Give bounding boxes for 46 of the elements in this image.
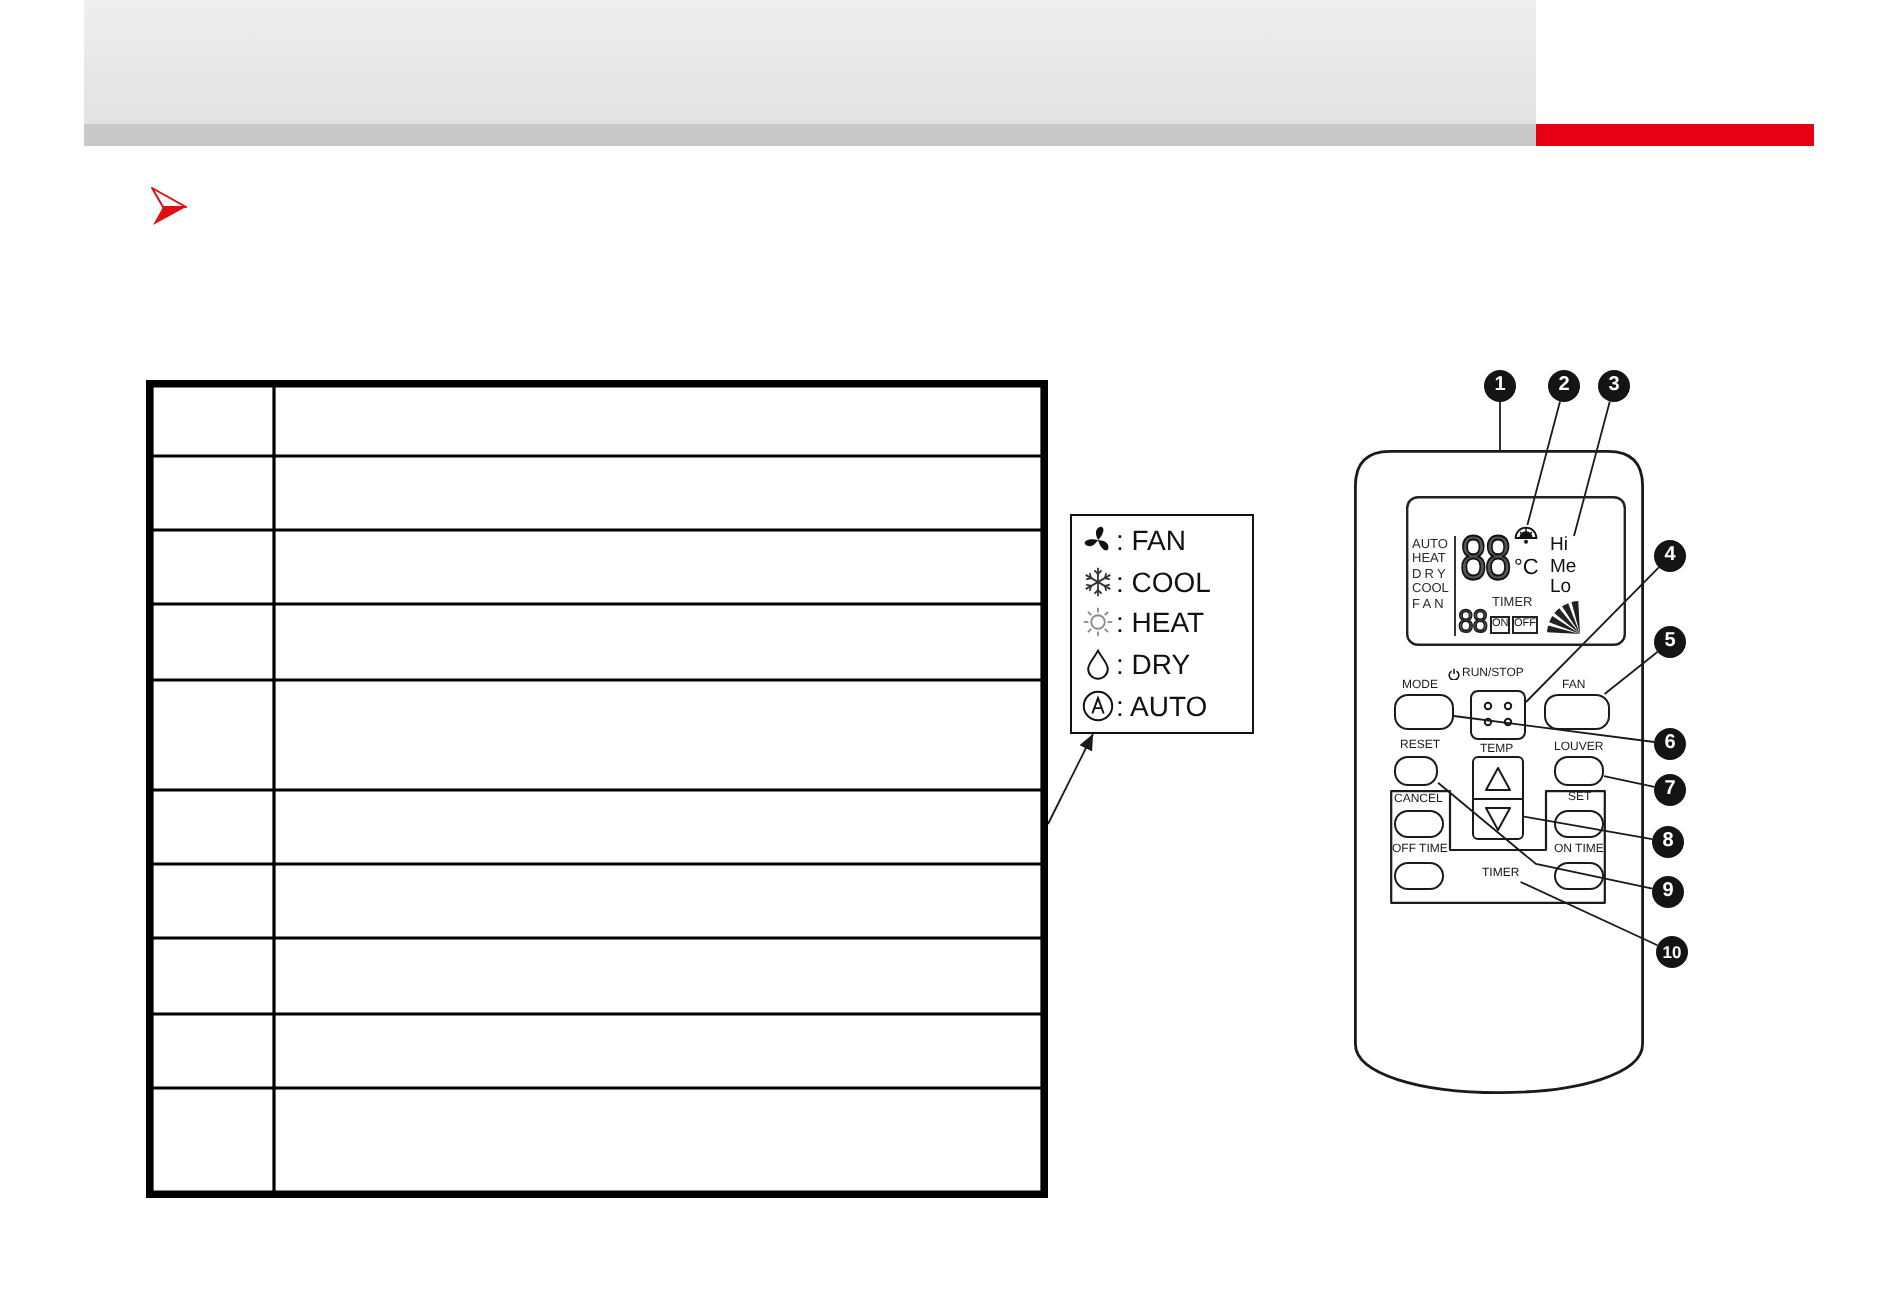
callout-number: 1 [1484, 370, 1516, 402]
leader-line [1603, 651, 1659, 695]
timer-panel [1390, 790, 1606, 904]
leader-line [1519, 881, 1659, 947]
remote-button [1554, 810, 1604, 838]
remote-button [1394, 810, 1444, 838]
remote-button [1554, 756, 1604, 786]
mode-label: : DRY [1116, 650, 1191, 679]
callout-number: 10 [1656, 936, 1688, 968]
remote-button [1394, 862, 1444, 890]
unit-text: °C [1514, 558, 1539, 580]
mode-label: : FAN [1116, 526, 1187, 555]
remote-button [1470, 690, 1526, 740]
lcd-display [1406, 496, 1626, 646]
leader-line [1573, 400, 1611, 537]
callout-number: 8 [1652, 826, 1684, 858]
callout-number: 2 [1548, 370, 1580, 402]
dome-icon [1513, 525, 1537, 543]
remote-control [1354, 450, 1644, 1094]
callout-number: 3 [1598, 370, 1630, 402]
leader-line [1437, 781, 1654, 890]
mode-label: : HEAT [1116, 608, 1205, 637]
leader-line [1499, 401, 1501, 451]
leader-line [1523, 815, 1654, 841]
callout-number: 5 [1654, 626, 1686, 658]
arrow [1047, 733, 1094, 825]
mode-legend-box [1070, 514, 1254, 734]
blank-table [146, 380, 1048, 1198]
leader-line [1526, 400, 1561, 526]
callout-number: 6 [1654, 728, 1686, 760]
digit-readout: 88 [1458, 604, 1488, 637]
leader-line [1525, 566, 1660, 703]
remote-button [1544, 694, 1610, 730]
remote-button [1394, 694, 1454, 730]
digit-readout: 88 [1460, 530, 1510, 593]
up-down-button [1472, 756, 1524, 840]
callout-number: 9 [1652, 876, 1684, 908]
fan-speed-text: Hi Me Lo [1550, 536, 1582, 600]
leader-line [1453, 715, 1656, 743]
mode-label: : COOL [1116, 567, 1211, 596]
leader-line [1603, 775, 1656, 788]
remote-button [1554, 862, 1604, 890]
callout-number: 7 [1654, 774, 1686, 806]
callout-number: 4 [1654, 540, 1686, 572]
remote-button [1394, 756, 1438, 786]
mode-label: : AUTO [1116, 691, 1208, 720]
